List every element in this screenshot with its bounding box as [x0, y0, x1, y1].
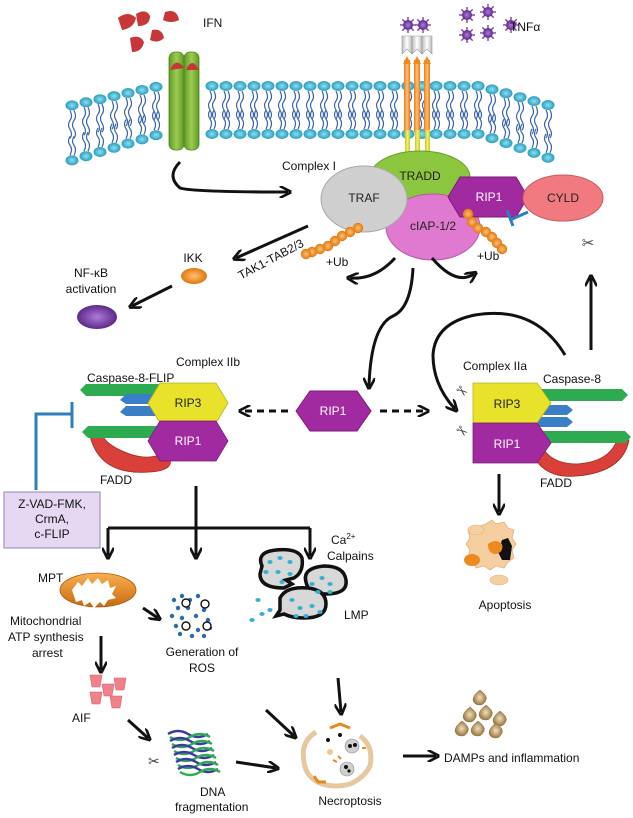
traf-shape [320, 165, 408, 233]
dna-label-line1: DNA [200, 785, 225, 799]
mpt-label: MPT [38, 571, 64, 585]
dna-label-line2: fragmentation [175, 800, 248, 814]
tradd-label: TRADD [399, 169, 441, 183]
scissors-icon-dna: ✂ [148, 753, 160, 769]
complex-i-rip1-label: RIP1 [476, 190, 503, 204]
complex-iia-fadd-label: FADD [540, 476, 572, 490]
tnf-molecules [400, 4, 519, 43]
complex-iia-rip1-label: RIP1 [494, 437, 521, 451]
cyld-label: CYLD [547, 191, 579, 205]
inhibitor-line [34, 402, 74, 490]
apoptosis-label: Apoptosis [479, 598, 532, 612]
complex-iia-label: Complex IIa [463, 359, 527, 373]
complex-iib-caspase-label: Caspase-8-FLIP [87, 371, 174, 385]
ifn-to-complex-i-arrow [171, 160, 288, 192]
nfkb-shape [77, 305, 117, 329]
inhibitor-box [3, 491, 101, 549]
complex-iia-rip3-shape [472, 382, 552, 424]
cell-membrane [65, 81, 555, 166]
ikk-to-nfkb-arrow [132, 284, 173, 306]
nfkb-label-line1: NF-κB [74, 266, 108, 280]
dna-helix-icon [167, 729, 221, 777]
ifn-receptor [168, 51, 200, 151]
complex-iib-label: Complex IIb [176, 355, 240, 369]
aif-icon [89, 674, 127, 709]
complex-iib-rip1-label: RIP1 [175, 434, 202, 448]
ros-label-line2: ROS [189, 661, 215, 675]
necrotic-cell-icon [300, 722, 374, 789]
complex-iia-loop-arrow [431, 311, 567, 409]
center-rip1-shape [295, 390, 372, 432]
lysosome-vesicles-icon [249, 547, 348, 622]
center-rip1-label: RIP1 [320, 404, 347, 418]
ub-right-arrow [430, 257, 474, 278]
scissors-icon-cyld: ✂ [582, 235, 595, 252]
ciap-label: cIAP-1/2 [410, 219, 456, 233]
complex-iia-rip1-shape [472, 422, 552, 464]
ros-particles-icon [169, 593, 213, 639]
complex-i-to-rip1-arrow [369, 267, 415, 386]
mito-label-line3: arrest [32, 646, 63, 660]
ubiquitin-chain-left [300, 222, 364, 260]
scissors-icon-rip3: ✂ [453, 381, 472, 401]
complex-i-label: Complex I [282, 159, 336, 173]
nfkb-label-line2: activation [66, 282, 117, 296]
complex-iia [472, 382, 631, 477]
mito-label-line2: ATP synthesis [8, 630, 84, 644]
necroptosis-label: Necroptosis [318, 794, 381, 808]
traf-label: TRAF [348, 191, 379, 205]
complex-iia-rip3-label: RIP3 [494, 397, 521, 411]
ifn-molecules [118, 11, 179, 52]
damps-particles-icon [454, 689, 507, 739]
ikk-shape [181, 268, 207, 284]
apoptotic-cell-icon [464, 519, 517, 586]
inhibitor-line3: c-FLIP [34, 527, 69, 541]
cyld-inhibition-line [505, 209, 529, 227]
complex-iib-caspase-bar [80, 384, 176, 396]
complex-iib-fadd-label: FADD [100, 473, 132, 487]
damps-label: DAMPs and inflammation [444, 751, 579, 765]
aif-to-dna-arrow [126, 718, 148, 738]
lmp-to-necroptosis-arrow [338, 677, 341, 712]
dna-to-necroptosis-arrow [235, 760, 276, 768]
complex-i-to-ikk-arrow [236, 224, 309, 258]
calpains-label: Calpains [327, 549, 374, 563]
complex-iib [80, 382, 229, 473]
cyld-shape [522, 174, 604, 222]
mpt-to-ros-arrow [142, 606, 158, 618]
mitochondrion-icon [59, 572, 137, 608]
ubiquitin-chain-right [462, 208, 508, 255]
tnf-receptor [401, 35, 433, 160]
complex-iib-rip3-label: RIP3 [175, 396, 202, 410]
ub-left-label: +Ub [326, 255, 349, 269]
scissors-icon-rip1: ✂ [453, 421, 472, 441]
complex-iia-fadd-shape [526, 439, 630, 477]
aif-label: AIF [72, 711, 91, 725]
complex-iib-rip1-shape [147, 420, 229, 462]
ca-label: Ca2+ [331, 532, 356, 547]
inhibitor-line1: Z-VAD-FMK, [18, 497, 86, 511]
ros-label-line1: Generation of [166, 645, 239, 659]
tnf-label: TNFα [510, 20, 540, 34]
mito-label-line1: Mitochondrial [10, 614, 81, 628]
ikk-label: IKK [183, 251, 202, 265]
complex-iia-caspase-bar [525, 389, 628, 401]
complex-iia-caspase-label: Caspase-8 [543, 372, 601, 386]
ros-to-necroptosis-arrow [264, 708, 294, 736]
ub-right-label: +Ub [477, 249, 500, 263]
ub-left-arrow [350, 256, 397, 278]
ifn-label: IFN [203, 16, 222, 30]
lmp-label: LMP [344, 608, 369, 622]
inhibitor-line2: CrmA, [35, 512, 69, 526]
